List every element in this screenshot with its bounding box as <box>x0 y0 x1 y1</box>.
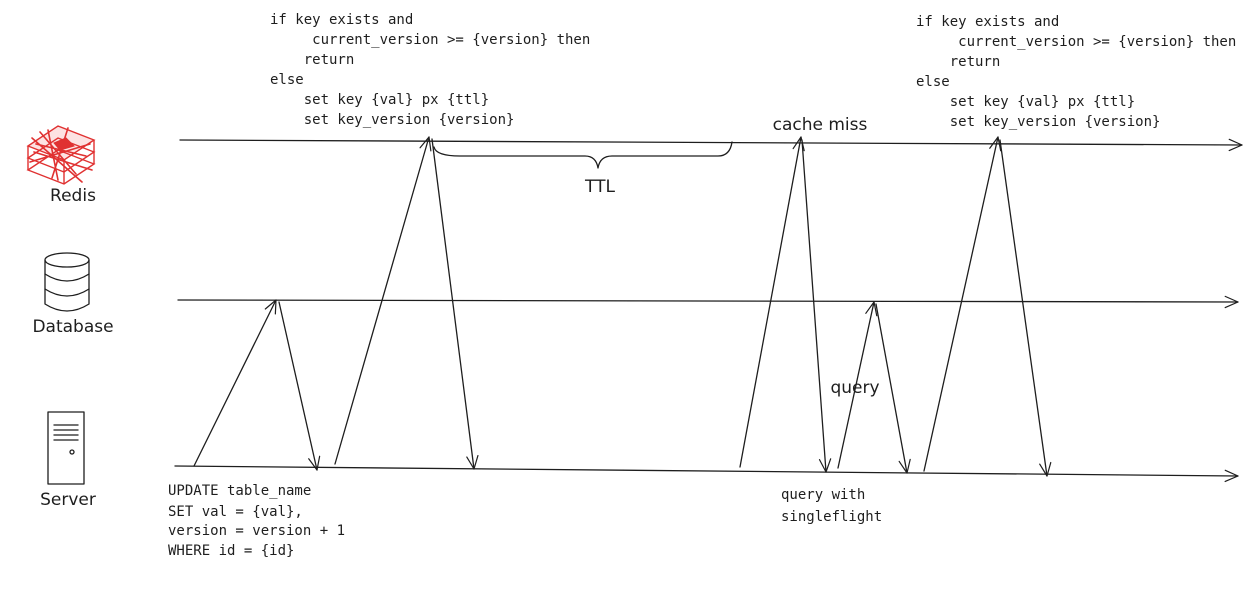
lua-script-2-line: return <box>916 54 1000 70</box>
update-sql-line: WHERE id = {id} <box>168 543 294 559</box>
database-cylinder-icon <box>44 252 90 312</box>
lua-script-1-line: if key exists and <box>270 12 413 28</box>
lua-script-2-line: else <box>916 74 950 90</box>
arrow-server-to-redis-get <box>739 136 805 468</box>
server-tower-icon <box>47 411 85 485</box>
database-lifeline <box>177 295 1239 309</box>
singleflight-note: query with singleflight <box>781 487 882 525</box>
redis-logo-icon <box>26 125 96 185</box>
lua-script-2-line: set key_version {version} <box>916 114 1160 130</box>
actor-label-redis: Redis <box>50 186 96 206</box>
arrow-db-to-server-result <box>875 303 911 474</box>
lua-script-1-line: current_version >= {version} then <box>270 32 590 48</box>
cache-miss-label: cache miss <box>773 115 868 135</box>
redis-lifeline <box>179 138 1243 152</box>
lua-script-2-line: current_version >= {version} then <box>916 34 1236 50</box>
arrow-server-to-db-query <box>837 301 878 469</box>
arrow-server-to-db-update <box>193 299 277 467</box>
update-sql-line: version = version + 1 <box>168 523 345 539</box>
actor-label-server: Server <box>40 490 96 510</box>
lua-script-1-line: else <box>270 72 304 88</box>
update-sql-note: UPDATE table_name SET val = {val}, versi… <box>168 483 345 559</box>
ttl-brace <box>433 141 733 169</box>
lua-script-1-line: set key {val} px {ttl} <box>270 92 489 108</box>
arrow-redis-to-server-set-ack <box>431 138 479 470</box>
arrow-redis-to-server-set-ack-2 <box>999 139 1052 477</box>
lua-script-note-1: if key exists and current_version >= {ve… <box>270 12 590 128</box>
message-arrows <box>193 136 1052 477</box>
lua-script-2-line: if key exists and <box>916 14 1059 30</box>
arrow-server-to-redis-set <box>334 136 432 465</box>
lua-script-1-line: set key_version {version} <box>270 112 514 128</box>
lua-script-1-line: return <box>270 52 354 68</box>
lua-script-2-line: set key {val} px {ttl} <box>916 94 1135 110</box>
update-sql-line: UPDATE table_name <box>168 483 311 499</box>
singleflight-line: singleflight <box>781 509 882 525</box>
arrow-redis-to-server-miss <box>801 139 832 473</box>
arrow-server-to-redis-set-2 <box>923 136 1002 472</box>
ttl-label: TTL <box>584 177 615 197</box>
singleflight-line: query with <box>781 487 865 503</box>
query-label: query <box>830 378 879 398</box>
update-sql-line: SET val = {val}, <box>168 504 303 520</box>
actor-label-database: Database <box>32 317 113 337</box>
lua-script-note-2: if key exists and current_version >= {ve… <box>916 14 1236 130</box>
arrow-db-to-server-update-ack <box>278 301 321 471</box>
server-lifeline <box>174 465 1239 483</box>
